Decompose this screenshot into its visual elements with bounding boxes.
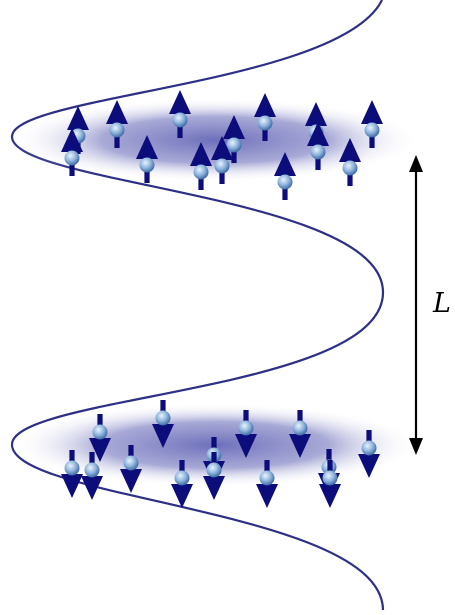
spin-down-atom — [152, 400, 174, 448]
spin-up-atom — [254, 93, 276, 141]
spin-up-atom — [339, 138, 361, 186]
spin-down-atom — [89, 414, 111, 462]
upper-spin-up-atoms — [61, 90, 383, 200]
spin-down-atom — [120, 445, 142, 493]
spin-up-atom — [211, 136, 233, 184]
spin-up-atom — [169, 90, 191, 138]
spin-down-atom — [61, 450, 83, 498]
separation-label: L — [432, 288, 451, 319]
spin-up-atom — [307, 122, 329, 170]
spin-down-atom — [256, 460, 278, 508]
spin-down-atom — [171, 460, 193, 508]
spin-down-atom — [319, 460, 341, 508]
spin-up-atom — [106, 100, 128, 148]
spin-down-atom — [358, 430, 380, 478]
spin-down-atom — [235, 410, 257, 458]
spin-up-atom — [190, 142, 212, 190]
spin-up-atom — [136, 135, 158, 183]
potential-curve — [10, 0, 385, 611]
spin-down-atom — [289, 410, 311, 458]
spin-down-atom — [81, 452, 103, 500]
separation-arrow — [409, 155, 423, 455]
spin-up-atom — [223, 115, 245, 163]
spin-down-atom — [203, 452, 225, 500]
spin-up-atom — [61, 128, 83, 176]
lower-spin-down-atoms — [61, 400, 380, 508]
spin-up-atom — [361, 100, 383, 148]
spin-up-atom — [274, 152, 296, 200]
